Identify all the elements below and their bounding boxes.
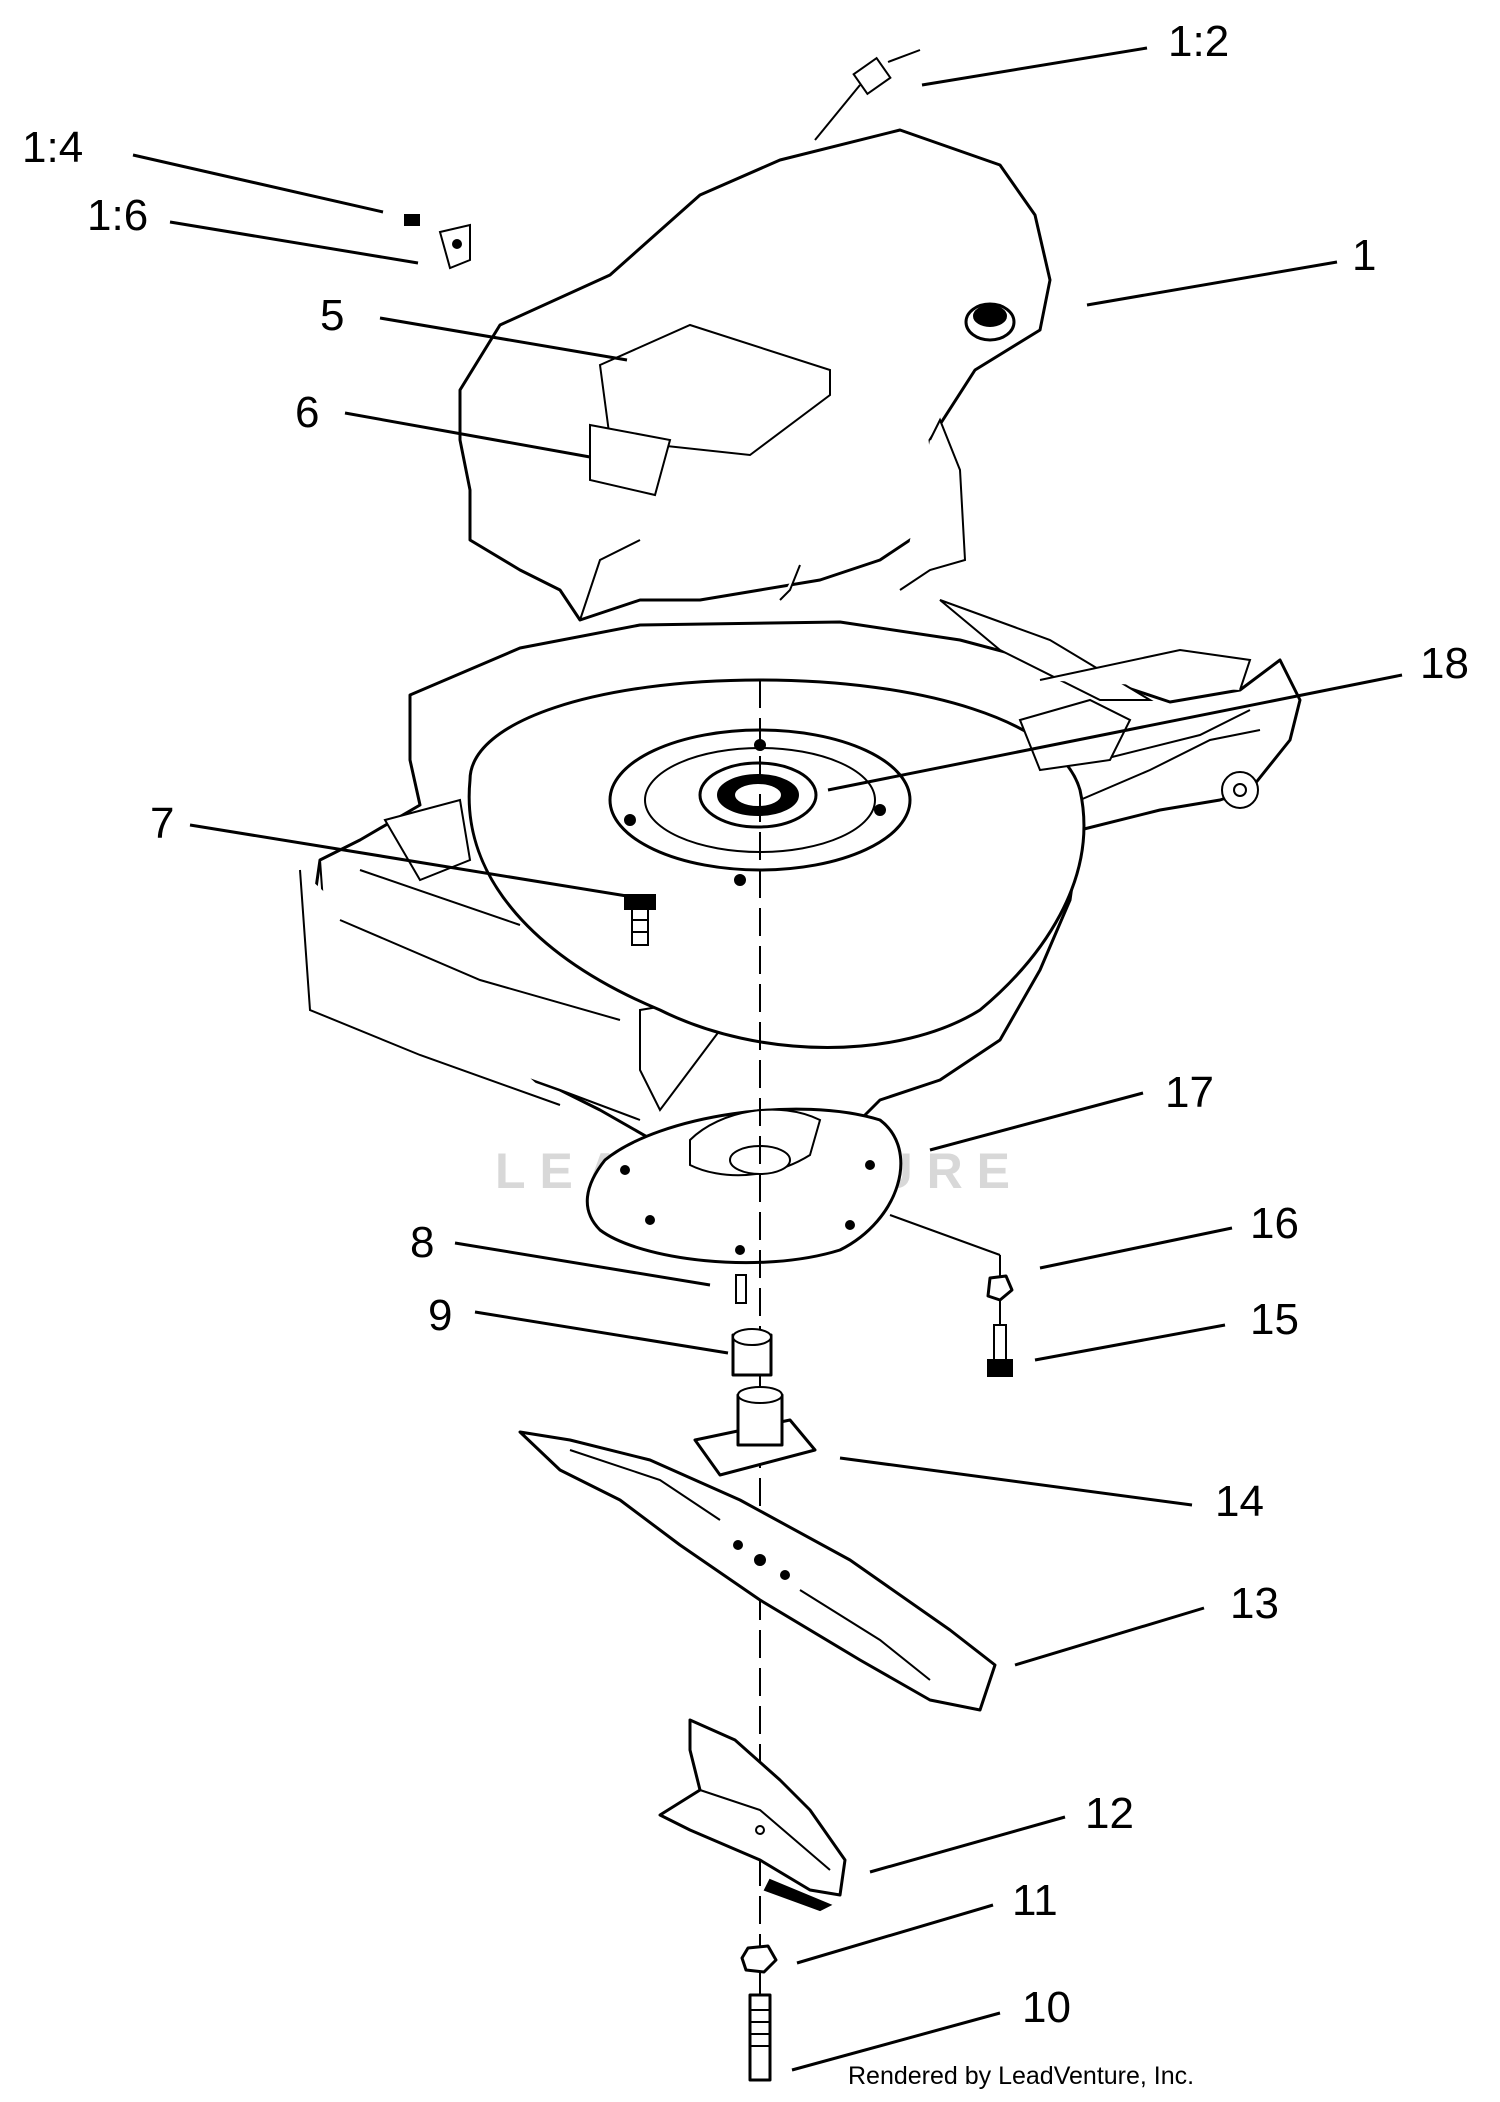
callout-7: 7 — [150, 799, 174, 848]
callout-1-6: 1:6 — [87, 191, 148, 240]
callout-5: 5 — [320, 291, 344, 340]
nut-16 — [986, 1274, 1014, 1302]
callout-1-4: 1:4 — [22, 123, 83, 172]
callout-1-2: 1:2 — [1168, 17, 1229, 66]
callout-16: 16 — [1250, 1199, 1299, 1248]
bolt-15 — [987, 1324, 1013, 1377]
callout-labels: 1:2 1:4 1:6 1 5 6 18 7 17 8 16 9 15 14 1… — [22, 17, 1469, 2032]
callout-1: 1 — [1352, 231, 1376, 280]
callout-9: 9 — [428, 1291, 452, 1340]
callout-18: 18 — [1420, 639, 1469, 688]
spark-plug-boot — [814, 49, 921, 141]
callout-10: 10 — [1022, 1983, 1071, 2032]
callout-6: 6 — [295, 388, 319, 437]
blade-key — [735, 1274, 747, 1304]
blade-bolt — [748, 1993, 772, 2082]
leader-lines — [132, 46, 1403, 2072]
engine — [458, 128, 1052, 622]
render-credit: Rendered by LeadVenture, Inc. — [848, 2062, 1194, 2090]
callout-13: 13 — [1230, 1579, 1279, 1628]
mulching-blade — [658, 1718, 847, 1912]
callout-14: 14 — [1215, 1477, 1264, 1526]
mower-blade — [518, 1430, 997, 1712]
baffle-plate — [585, 1107, 903, 1265]
screw-and-bracket — [404, 214, 471, 270]
callout-15: 15 — [1250, 1295, 1299, 1344]
callout-8: 8 — [410, 1218, 434, 1267]
blade-stiffener — [693, 1386, 817, 1477]
mower-deck — [299, 599, 1302, 1152]
callout-11: 11 — [1012, 1876, 1058, 1925]
callout-12: 12 — [1085, 1789, 1134, 1838]
callout-17: 17 — [1165, 1068, 1214, 1117]
blade-nut — [740, 1944, 778, 1974]
blade-adapter — [731, 1328, 773, 1377]
